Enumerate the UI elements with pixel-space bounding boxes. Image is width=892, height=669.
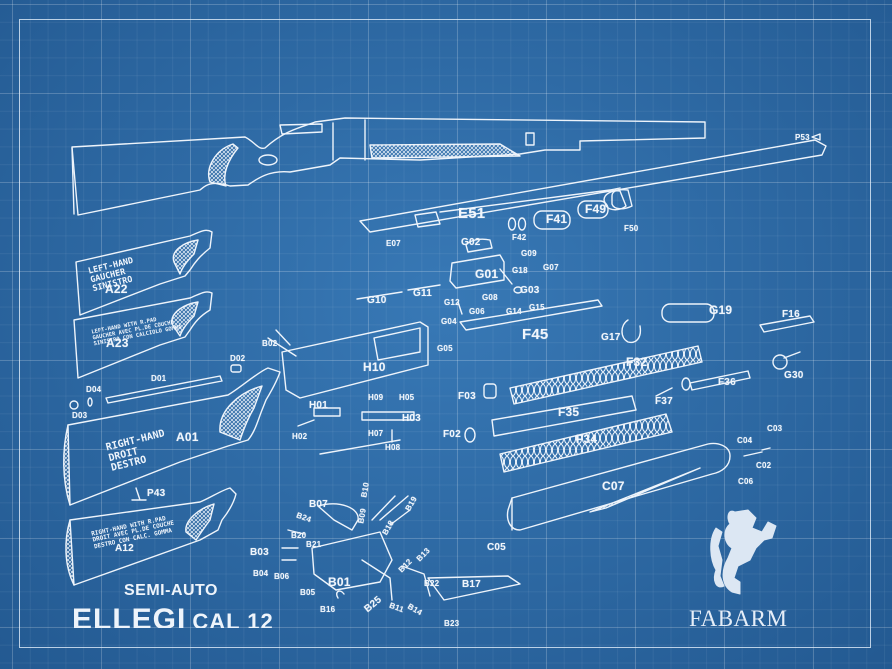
- trigger-group-drawing: [281, 495, 521, 601]
- part-label-g14: G14: [506, 307, 522, 316]
- part-label-g02: G02: [461, 237, 481, 248]
- part-label-g11: G11: [413, 288, 432, 299]
- part-label-g04: G04: [441, 317, 457, 326]
- rampant-lion-icon: [710, 509, 777, 595]
- part-label-c07: C07: [602, 479, 625, 493]
- part-label-f50: F50: [624, 224, 639, 233]
- part-label-b21: B21: [306, 540, 322, 549]
- part-label-b06: B06: [274, 572, 290, 581]
- part-label-f35: F35: [558, 405, 580, 419]
- part-label-f49: F49: [585, 202, 607, 216]
- part-label-b02: B02: [262, 339, 278, 348]
- part-label-b04: B04: [253, 569, 269, 578]
- part-label-e51: E51: [458, 205, 486, 222]
- part-label-g08: G08: [482, 293, 498, 302]
- barrel-drawing: [359, 133, 827, 233]
- receiver-drawing: [267, 321, 429, 455]
- part-label-f03: F03: [458, 391, 476, 402]
- part-label-g10: G10: [367, 295, 387, 306]
- part-label-b23: B23: [444, 619, 460, 628]
- part-label-c04: C04: [737, 436, 753, 445]
- magazine-parts-drawing: [507, 188, 633, 231]
- part-label-g09: G09: [521, 249, 537, 258]
- part-label-b07: B07: [309, 499, 328, 510]
- part-label-a22: A22: [105, 282, 128, 296]
- part-label-f32: F32: [626, 355, 648, 369]
- part-label-f45: F45: [522, 326, 549, 343]
- springs-and-tubes-drawing: [464, 345, 751, 473]
- part-label-d02: D02: [230, 354, 246, 363]
- part-label-h08: H08: [385, 443, 401, 452]
- part-label-f16: F16: [782, 309, 800, 320]
- part-label-g30: G30: [784, 370, 804, 381]
- part-label-f02: F02: [443, 429, 461, 440]
- part-label-p43: P43: [147, 488, 166, 499]
- part-label-g01: G01: [475, 267, 499, 281]
- part-label-a23: A23: [106, 336, 129, 350]
- part-label-g07: G07: [543, 263, 559, 272]
- part-label-h03: H03: [402, 413, 421, 424]
- part-label-f36: F36: [718, 377, 736, 388]
- part-label-g03: G03: [520, 285, 540, 296]
- part-label-b01: B01: [328, 575, 351, 589]
- part-label-h02: H02: [292, 432, 308, 441]
- brand-name: FABARM: [689, 606, 788, 631]
- part-label-f42: F42: [512, 233, 527, 242]
- bolt-drawing: [356, 238, 815, 370]
- part-label-d04: D04: [86, 385, 102, 394]
- part-label-e07: E07: [386, 239, 401, 248]
- part-label-c02: C02: [756, 461, 772, 470]
- subtitle-semi-auto: SEMI-AUTO: [124, 582, 218, 599]
- part-label-b22: B22: [424, 579, 440, 588]
- part-label-d03: D03: [72, 411, 88, 420]
- part-label-g06: G06: [469, 307, 485, 316]
- part-label-b03: B03: [250, 547, 269, 558]
- part-label-h09: H09: [368, 393, 384, 402]
- stock-bolt-drawing: [69, 364, 242, 410]
- part-label-b17: B17: [462, 579, 481, 590]
- forend-drawing: [506, 442, 771, 531]
- part-label-a01: A01: [176, 430, 199, 444]
- part-label-g19: G19: [709, 303, 733, 317]
- model-name: ELLEGI: [72, 604, 187, 628]
- part-label-h01: H01: [309, 400, 328, 411]
- part-label-a12: A12: [115, 543, 134, 554]
- part-label-p53: P53: [795, 133, 810, 142]
- part-label-g18: G18: [512, 266, 528, 275]
- part-label-h10: H10: [363, 360, 386, 374]
- blueprint-frame: [19, 19, 871, 648]
- part-label-f41: F41: [546, 212, 568, 226]
- stock-a23-drawing: [73, 291, 213, 379]
- stock-a12-drawing: [65, 487, 237, 586]
- part-label-d01: D01: [151, 374, 167, 383]
- model-title: ELLEGI CAL 12: [72, 604, 274, 628]
- part-label-g15: G15: [529, 303, 545, 312]
- caliber: CAL 12: [192, 609, 274, 628]
- stock-a22-drawing: [75, 229, 213, 316]
- assembled-shotgun-drawing: [71, 117, 706, 216]
- part-label-c05: C05: [487, 542, 506, 553]
- part-label-g12: G12: [444, 298, 460, 307]
- part-label-f37: F37: [655, 396, 673, 407]
- part-label-h07: H07: [368, 429, 384, 438]
- part-label-g17: G17: [601, 332, 621, 343]
- part-label-b05: B05: [300, 588, 316, 597]
- part-label-b20: B20: [291, 531, 307, 540]
- part-label-c06: C06: [738, 477, 754, 486]
- part-label-g05: G05: [437, 344, 453, 353]
- part-label-b16: B16: [320, 605, 336, 614]
- part-label-f34: F34: [576, 432, 598, 446]
- stock-a01-drawing: [63, 367, 281, 506]
- part-label-h05: H05: [399, 393, 415, 402]
- part-label-c03: C03: [767, 424, 783, 433]
